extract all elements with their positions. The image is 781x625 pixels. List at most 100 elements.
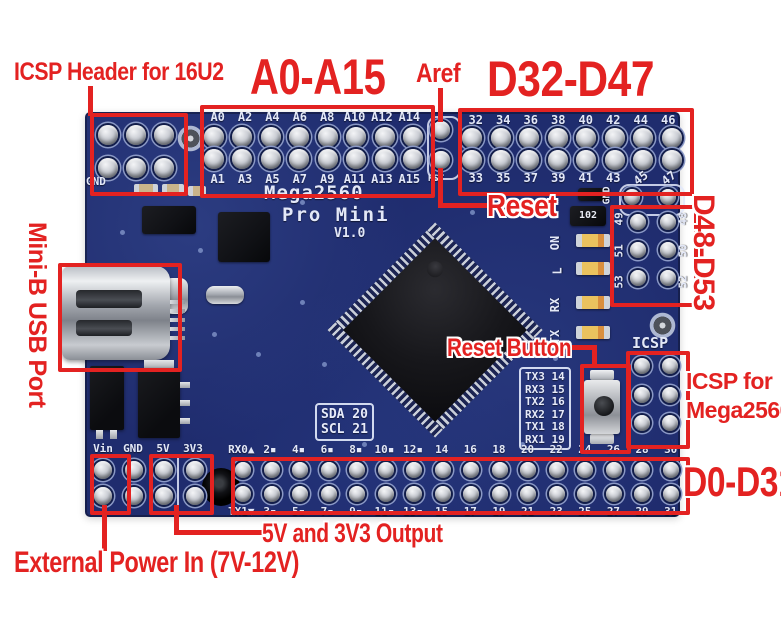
d48-pin-row xyxy=(630,242,676,258)
digital-pin-label: 8▪ xyxy=(349,443,363,456)
i2c-pin-entry: SCL 21 xyxy=(321,422,368,437)
icsp-16u2-annotation: ICSP Header for 16U2 xyxy=(14,58,224,86)
analog-range-annotation: A0-A15 xyxy=(250,49,386,105)
d32-pin-row xyxy=(462,128,682,149)
analog-pin-label: A15 xyxy=(398,171,421,186)
resistor-network: 102 xyxy=(570,206,606,226)
analog-pin-label: A11 xyxy=(343,171,366,186)
digital-pin-label: 43 xyxy=(606,170,621,185)
regulator-leg xyxy=(96,430,103,439)
digital-pin-row xyxy=(235,486,679,502)
mini-b-usb-connector xyxy=(62,266,170,360)
digital-pin-label: 38 xyxy=(551,113,566,127)
output-annotation: 5V and 3V3 Output xyxy=(262,518,443,548)
digital-pin-label: 12▪ xyxy=(403,443,423,456)
digital-pin-label: 2▪ xyxy=(263,443,277,456)
via-dot xyxy=(322,362,327,367)
header-pin xyxy=(289,149,310,170)
header-pin xyxy=(660,242,676,258)
header-pin xyxy=(660,270,676,286)
header-pin xyxy=(349,486,366,502)
icsp-16u2-pin-row xyxy=(98,158,174,178)
header-pin xyxy=(402,126,423,147)
gnd-pair-outline xyxy=(619,184,685,216)
header-pin xyxy=(605,486,622,502)
header-pin xyxy=(491,486,508,502)
icsp-silkscreen: ICSP xyxy=(632,334,669,352)
analog-pin-label: A7 xyxy=(292,171,308,186)
usb-highlight-box xyxy=(58,263,182,372)
digital-pin-row xyxy=(235,462,679,478)
header-pin xyxy=(155,461,174,479)
mounting-hole xyxy=(177,125,204,152)
d48-d53-annotation: D48-D53 xyxy=(687,194,720,311)
button-tab xyxy=(590,434,614,444)
header-pin xyxy=(292,462,309,478)
usb-pin xyxy=(170,327,185,331)
header-pin xyxy=(263,462,280,478)
header-pin xyxy=(519,128,540,149)
icsp-mega-highlight-box xyxy=(626,351,690,449)
mounting-hole xyxy=(649,312,676,339)
d48-d53-highlight-box xyxy=(610,205,698,307)
header-pin xyxy=(317,149,338,170)
header-pin xyxy=(630,214,646,230)
digital-pin-label: 37 xyxy=(523,170,538,185)
board-title: Mega2560 xyxy=(264,182,364,204)
header-pin xyxy=(98,125,118,145)
digital-pin-label: 18 xyxy=(492,443,506,456)
reset-button-cap xyxy=(594,396,614,416)
header-pin xyxy=(260,126,281,147)
header-pin xyxy=(662,415,678,431)
header-pin xyxy=(520,486,537,502)
analog-pin-label: A3 xyxy=(237,171,253,186)
digital-pin-label: 35 xyxy=(496,170,511,185)
analog-pin-row xyxy=(204,149,423,170)
via-dot xyxy=(212,332,217,337)
aref-pin xyxy=(432,121,450,139)
header-pin xyxy=(204,149,224,170)
header-pin xyxy=(634,358,650,374)
icsp-mega-pin-row xyxy=(634,387,678,403)
header-pin xyxy=(630,242,646,258)
header-pin xyxy=(548,462,565,478)
voltage-regulator xyxy=(90,366,124,430)
header-pin xyxy=(235,486,251,502)
via-dot xyxy=(470,210,475,215)
digital-pin-label: 42 xyxy=(606,113,621,127)
header-pin xyxy=(491,462,508,478)
header-pin xyxy=(289,126,310,147)
header-pin xyxy=(346,149,367,170)
reset-button-annotation: Reset Button xyxy=(447,334,572,362)
via-dot xyxy=(300,300,305,305)
power-pin-label: Vin xyxy=(93,442,113,455)
on-led-label: ON xyxy=(548,235,563,251)
analog-pin-label: A5 xyxy=(265,171,280,186)
header-pin xyxy=(463,486,480,502)
usb-pin xyxy=(170,300,185,304)
header-pin xyxy=(374,149,395,170)
header-pin xyxy=(634,486,651,502)
external-power-annotation: External Power In (7V-12V) xyxy=(14,546,300,579)
header-pin xyxy=(346,126,367,147)
digital-pin-label: 14 xyxy=(435,443,449,456)
header-pin xyxy=(94,461,112,479)
header-pin xyxy=(662,462,679,478)
tx-led xyxy=(576,326,610,339)
icsp-mega-annotation-line2: Mega2560 xyxy=(686,397,781,423)
header-pin xyxy=(235,462,251,478)
header-pin xyxy=(630,270,646,286)
header-pin xyxy=(662,387,678,403)
via-dot xyxy=(553,356,558,361)
header-pin xyxy=(548,486,565,502)
i2c-pin-entry: SDA 20 xyxy=(321,407,368,422)
header-pin xyxy=(406,486,423,502)
header-pin xyxy=(604,149,625,170)
pin1-dimple xyxy=(423,257,447,281)
header-pin xyxy=(204,126,224,147)
digital-pin-label: 22 xyxy=(549,443,563,456)
